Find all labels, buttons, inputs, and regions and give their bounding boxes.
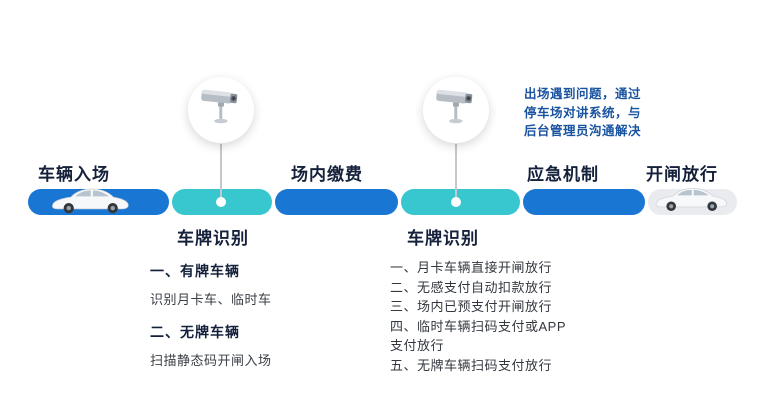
exit-detail-line: 四、临时车辆扫码支付或APP xyxy=(390,318,567,334)
exit-detail-block: 一、月卡车辆直接开闸放行 二、无感支付自动扣款放行 三、场内已预支付开闸放行 四… xyxy=(390,258,566,375)
entry-detail-item1-desc: 识别月卡车、临时车 xyxy=(150,292,272,307)
timeline-segment-emergency xyxy=(523,189,645,215)
stage-label-emergency: 应急机制 xyxy=(527,165,599,184)
entry-detail-item2-desc: 扫描静态码开闸入场 xyxy=(150,353,272,368)
stage-label-gate-release: 开闸放行 xyxy=(646,165,718,184)
stage-label-vehicle-entry: 车辆入场 xyxy=(38,165,110,184)
timeline-dot-2 xyxy=(451,197,461,207)
camera-stem-2 xyxy=(455,144,457,199)
timeline-bar xyxy=(28,189,737,215)
exit-problem-note: 出场遇到问题，通过 停车场对讲系统，与 后台管理员沟通解决 xyxy=(524,85,641,141)
note-line: 停车场对讲系统，与 xyxy=(524,105,642,120)
exit-detail-line: 三、场内已预支付开闸放行 xyxy=(390,299,553,314)
note-line: 出场遇到问题，通过 xyxy=(524,87,642,101)
entry-detail-block: 一、有牌车辆 识别月卡车、临时车 二、无牌车辆 扫描静态码开闸入场 xyxy=(150,261,272,383)
entry-detail-item2-title: 二、无牌车辆 xyxy=(150,324,240,340)
timeline-dot-1 xyxy=(216,197,226,207)
note-line: 后台管理员沟通解决 xyxy=(524,124,642,138)
car-icon xyxy=(46,181,134,215)
camera-stem-1 xyxy=(220,144,222,199)
entry-detail-item1-title: 一、有牌车辆 xyxy=(150,263,240,279)
car-icon xyxy=(650,181,732,212)
plate-recognition-label-1: 车牌识别 xyxy=(177,229,249,248)
cctv-camera-icon xyxy=(188,77,254,143)
exit-detail-line: 二、无感支付自动扣款放行 xyxy=(390,279,553,295)
exit-detail-line: 五、无牌车辆扫码支付放行 xyxy=(390,357,553,373)
stage-label-in-field-payment: 场内缴费 xyxy=(291,165,363,184)
exit-detail-line: 一、月卡车辆直接开闸放行 xyxy=(390,260,553,275)
timeline-segment-in-field-payment xyxy=(275,189,398,215)
exit-detail-line: 支付放行 xyxy=(390,338,445,353)
plate-recognition-label-2: 车牌识别 xyxy=(407,229,479,248)
cctv-camera-icon xyxy=(423,77,489,143)
